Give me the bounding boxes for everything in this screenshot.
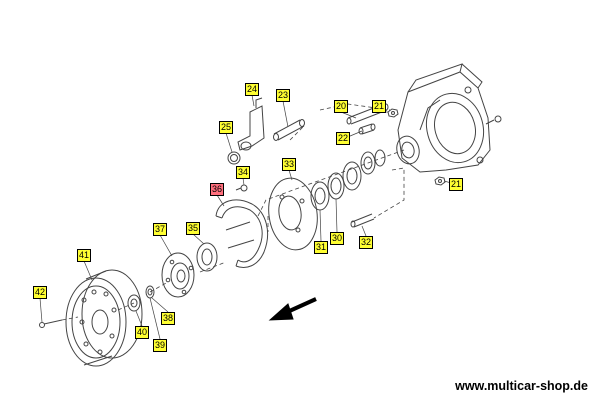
callout-38[interactable]: 38 (161, 312, 175, 325)
website-url: www.multicar-shop.de (455, 379, 588, 393)
bearing-stack (310, 149, 386, 211)
callout-42[interactable]: 42 (33, 286, 47, 299)
callout-25[interactable]: 25 (219, 121, 233, 134)
callout-33[interactable]: 33 (282, 158, 296, 171)
callout-35[interactable]: 35 (186, 222, 200, 235)
hub-flange-37 (161, 252, 195, 298)
bolt-right (485, 115, 502, 125)
axle-housing (396, 63, 491, 173)
callout-21[interactable]: 21 (372, 100, 386, 113)
nut-40 (127, 294, 141, 312)
nut-21-bottom (434, 176, 446, 186)
callout-20[interactable]: 20 (334, 100, 348, 113)
callout-31[interactable]: 31 (314, 241, 328, 254)
callout-34[interactable]: 34 (236, 166, 250, 179)
callout-23[interactable]: 23 (276, 89, 290, 102)
brake-drum-41 (65, 269, 143, 367)
callout-41[interactable]: 41 (77, 249, 91, 262)
callout-leaders (39, 94, 456, 340)
leader-lines (61, 103, 405, 321)
seal-35 (196, 242, 218, 272)
direction-arrow (268, 297, 317, 321)
callout-21-lower[interactable]: 21 (449, 178, 463, 191)
callout-37[interactable]: 37 (153, 223, 167, 236)
bolt-34 (235, 184, 248, 192)
callout-36[interactable]: 36 (210, 183, 224, 196)
bushing-22 (358, 123, 376, 135)
callout-30[interactable]: 30 (330, 232, 344, 245)
screw-32 (350, 213, 375, 228)
nut-21-top (387, 108, 399, 118)
callout-39[interactable]: 39 (153, 339, 167, 352)
callout-40[interactable]: 40 (135, 326, 149, 339)
callout-32[interactable]: 32 (359, 236, 373, 249)
brake-shoes-36 (215, 199, 268, 268)
wheel-stud-42 (39, 319, 63, 328)
backing-plate-33 (268, 177, 318, 251)
lever-24 (237, 97, 265, 151)
seal-25 (227, 151, 241, 165)
callout-24[interactable]: 24 (245, 83, 259, 96)
callout-22[interactable]: 22 (336, 132, 350, 145)
shaft-23 (273, 119, 305, 141)
